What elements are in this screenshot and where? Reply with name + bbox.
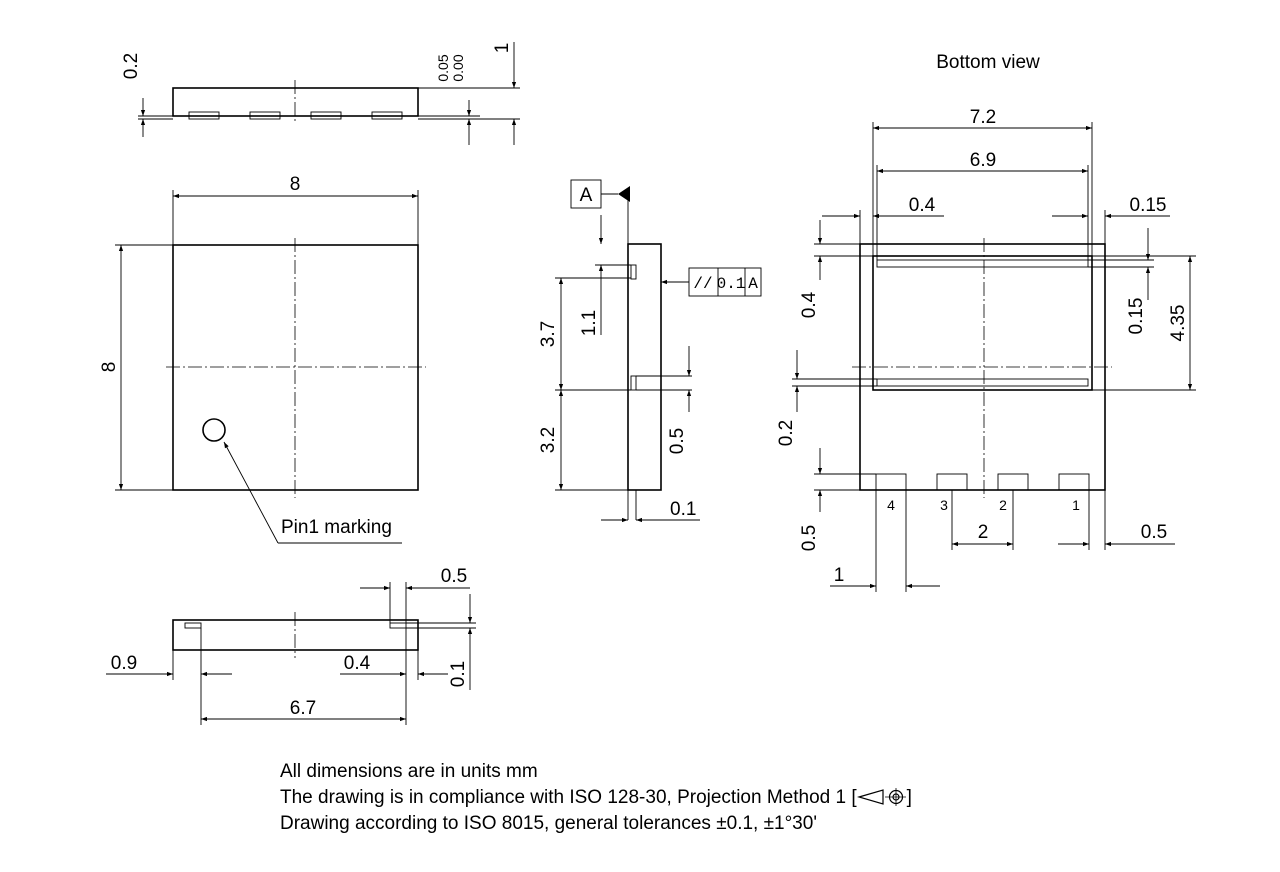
- dim-bot-6.7: 6.7: [290, 698, 316, 719]
- dim-side-0.1: 0.1: [670, 499, 696, 520]
- projection-method-icon: [856, 788, 906, 806]
- dim-bv-0.15-top: 0.15: [1130, 195, 1167, 216]
- datum-a-label: A: [580, 185, 593, 206]
- dim-bot-0.4: 0.4: [344, 653, 371, 674]
- dim-top-width-8: 8: [290, 174, 301, 195]
- dim-bv-0.2: 0.2: [776, 420, 797, 446]
- bottom-side-view: 0.5 0.1 0.9 0.4 6.7: [106, 566, 476, 725]
- dim-top-1: 1: [492, 43, 513, 54]
- fcf-tolerance: 0.1: [717, 275, 746, 293]
- top-view: 8 8 Pin1 marking: [99, 174, 426, 544]
- dim-bv-1: 1: [834, 565, 845, 586]
- dim-bv-7.2: 7.2: [970, 107, 996, 128]
- dim-bv-4.35: 4.35: [1168, 305, 1189, 342]
- dim-top-height-8: 8: [99, 362, 120, 373]
- dim-side-3.2: 3.2: [538, 427, 559, 453]
- dim-bv-2: 2: [978, 522, 989, 543]
- dim-bv-0.4-top: 0.4: [909, 195, 936, 216]
- dim-side-3.7: 3.7: [538, 321, 559, 347]
- dim-top-0.00: 0.00: [450, 54, 466, 81]
- dim-bv-0.4-left: 0.4: [799, 291, 820, 318]
- bottom-view-title: Bottom view: [936, 52, 1040, 73]
- side-view: A // 0.1 A 3.7 1.1 3.2 0.5: [538, 179, 762, 523]
- pin1-marking-label: Pin1 marking: [281, 517, 392, 538]
- pad-label-1: 1: [1072, 497, 1080, 513]
- note-projection: The drawing is in compliance with ISO 12…: [280, 787, 912, 809]
- dim-side-1.1: 1.1: [579, 310, 600, 336]
- bottom-view: Bottom view 4 3 2 1 7.2 6.9 0.4: [776, 52, 1196, 592]
- pin1-marking-circle: [202, 418, 226, 442]
- top-side-view: 0.2 0.05 0.00 1: [121, 42, 520, 145]
- dim-side-0.5: 0.5: [667, 428, 688, 454]
- note-projection-text: The drawing is in compliance with ISO 12…: [280, 787, 857, 808]
- note-projection-close: ]: [906, 787, 912, 808]
- pad-label-4: 4: [887, 497, 895, 513]
- note-units: All dimensions are in units mm: [280, 761, 538, 782]
- dim-bot-0.1: 0.1: [448, 661, 469, 687]
- fcf-parallelism-symbol: //: [693, 275, 712, 293]
- dim-bv-0.15-right: 0.15: [1126, 298, 1147, 335]
- dim-bv-6.9: 6.9: [970, 150, 996, 171]
- dim-bv-0.5-left: 0.5: [799, 525, 820, 551]
- dim-top-0.05: 0.05: [435, 54, 451, 81]
- dim-top-0.2: 0.2: [121, 53, 142, 79]
- pad-label-2: 2: [999, 497, 1007, 513]
- fcf-datum: A: [748, 275, 758, 293]
- dim-bv-0.5-right: 0.5: [1141, 522, 1167, 543]
- dim-bot-0.5: 0.5: [441, 566, 467, 587]
- dim-bot-0.9: 0.9: [111, 653, 137, 674]
- note-tolerances: Drawing according to ISO 8015, general t…: [280, 813, 817, 834]
- pad-label-3: 3: [940, 497, 948, 513]
